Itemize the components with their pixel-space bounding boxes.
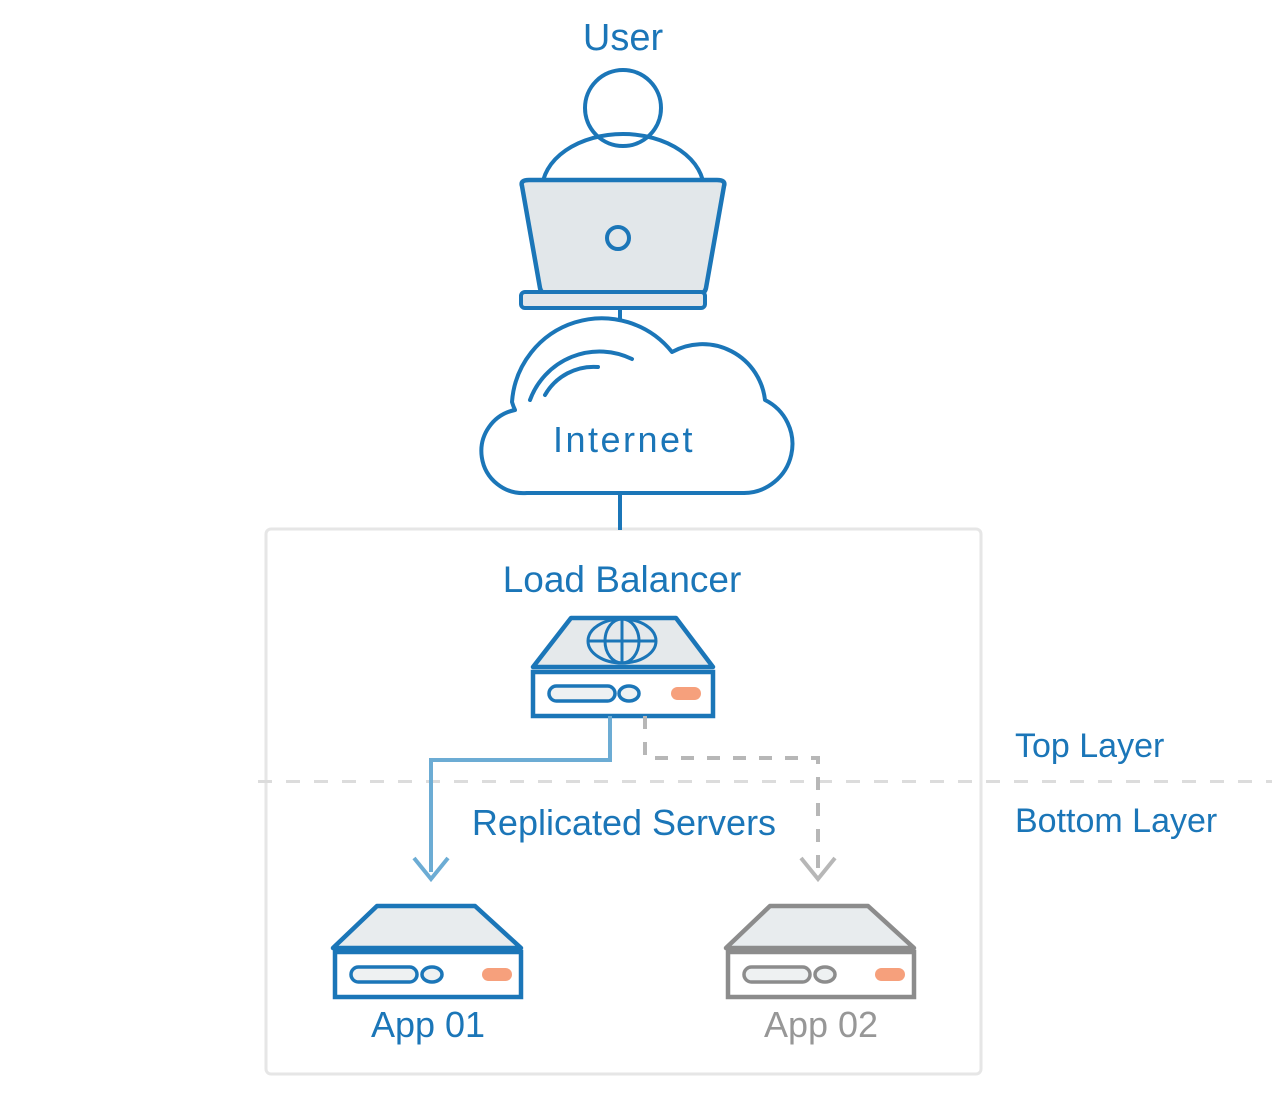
load-balancer-button-icon: [617, 684, 641, 703]
load-balancer-drive-slot-icon: [547, 684, 617, 703]
top-layer-label: Top Layer: [1015, 727, 1164, 765]
app02-drive-slot-icon: [742, 965, 812, 984]
user-head-icon: [583, 68, 663, 148]
app01-drive-slot-icon: [349, 965, 419, 984]
app02-button-icon: [813, 965, 837, 984]
bottom-layer-label: Bottom Layer: [1015, 802, 1217, 840]
layer-container-box: [264, 527, 983, 1076]
laptop-base-icon: [519, 290, 707, 310]
cloud-icon: [479, 316, 795, 496]
app02-status-indicator-icon: [875, 968, 905, 981]
cloud-outline-icon: [479, 316, 795, 496]
user-label: User: [583, 17, 664, 59]
connector-loadbalancer-to-app01: [412, 716, 612, 883]
load-balancer-status-indicator-icon: [671, 687, 701, 700]
cloud-arc-detail-2-icon: [543, 364, 600, 397]
internet-label: Internet: [553, 419, 695, 460]
app01-top-panel-icon: [330, 903, 524, 951]
app02-server-icon: [723, 903, 917, 1000]
app02-label: App 02: [764, 1004, 878, 1045]
connector-loadbalancer-to-app02: [643, 716, 837, 883]
laptop-logo-icon: [605, 225, 631, 251]
connector-app02-arrowhead: [799, 856, 837, 883]
app02-top-panel-icon: [723, 903, 917, 951]
replicated-servers-label: Replicated Servers: [472, 802, 776, 843]
app01-status-indicator-icon: [482, 968, 512, 981]
globe-icon: [586, 617, 658, 665]
load-balancer-server-icon: [530, 615, 716, 719]
app01-button-icon: [420, 965, 444, 984]
cloud-arc-detail-1-icon: [528, 349, 634, 402]
load-balancer-label: Load Balancer: [503, 559, 742, 600]
user-laptop-icon: [519, 68, 727, 310]
app01-label: App 01: [371, 1004, 485, 1045]
user-shoulders-icon: [540, 132, 706, 191]
app01-server-icon: [330, 903, 524, 1000]
connector-app01-arrowhead: [412, 856, 450, 883]
